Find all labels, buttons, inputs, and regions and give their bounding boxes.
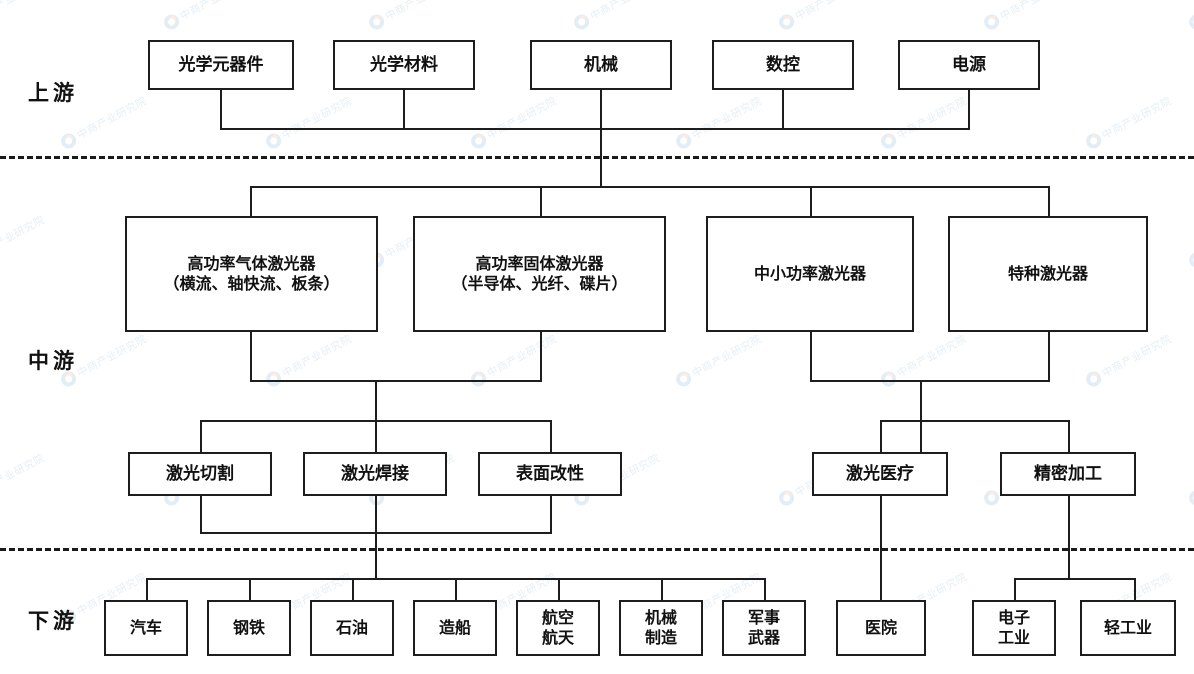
node-label: 机械 xyxy=(584,54,618,75)
connector-steel-up xyxy=(249,578,251,600)
connector-power-supply-down xyxy=(968,90,970,130)
connector-optical-components-down xyxy=(220,90,222,130)
node-automobile[interactable]: 汽车 xyxy=(104,600,188,656)
node-aerospace[interactable]: 航空 航天 xyxy=(516,600,600,656)
node-label: 轻工业 xyxy=(1103,618,1152,638)
connector-left-laser-merge-bus xyxy=(250,380,542,382)
connector-right-app-distributor-bus xyxy=(880,420,1070,422)
connector-petroleum-up xyxy=(352,578,354,600)
connector-surface-modification-down xyxy=(550,496,552,534)
node-cnc[interactable]: 数控 xyxy=(712,40,854,90)
node-label: 高功率固体激光器 （半导体、光纤、碟片） xyxy=(451,254,628,293)
connector-gas-laser-down xyxy=(250,332,252,382)
divider-midstream-downstream xyxy=(0,548,1194,551)
node-power-supply[interactable]: 电源 xyxy=(898,40,1040,90)
connector-midstream-distributor-bus xyxy=(250,186,1050,188)
connector-special-laser-up xyxy=(1048,186,1050,216)
connector-light-industry-up xyxy=(1134,578,1136,600)
node-label: 数控 xyxy=(766,54,800,75)
connector-upstream-bus xyxy=(220,128,970,130)
connector-laser-medical-down xyxy=(880,496,882,600)
node-electronics-industry[interactable]: 电子 工业 xyxy=(972,600,1056,656)
connector-machinery-manufacturing-up xyxy=(661,578,663,600)
node-label: 光学材料 xyxy=(370,54,438,75)
node-petroleum[interactable]: 石油 xyxy=(310,600,394,656)
node-machinery[interactable]: 机械 xyxy=(530,40,672,90)
connector-medium-laser-up xyxy=(810,186,812,216)
connector-military-weapons-up xyxy=(764,578,766,600)
connector-laser-medical-up xyxy=(880,420,882,452)
node-label: 光学元器件 xyxy=(178,54,264,75)
node-label: 医院 xyxy=(864,618,897,638)
connector-automobile-up xyxy=(146,578,148,600)
node-label: 激光焊接 xyxy=(341,463,409,484)
connector-laser-welding-down xyxy=(375,496,377,534)
node-high-power-gas-laser[interactable]: 高功率气体激光器 （横流、轴快流、板条） xyxy=(125,216,378,332)
node-military-weapons[interactable]: 军事 武器 xyxy=(722,600,806,656)
node-precision-machining[interactable]: 精密加工 xyxy=(1000,452,1136,496)
connector-surface-modification-up xyxy=(550,420,552,452)
node-laser-welding[interactable]: 激光焊接 xyxy=(303,452,447,496)
divider-upstream-midstream xyxy=(0,156,1194,159)
node-label: 激光医疗 xyxy=(846,463,914,484)
stage-label-midstream: 中游 xyxy=(28,349,78,373)
node-label: 特种激光器 xyxy=(1007,264,1088,284)
node-label: 中小功率激光器 xyxy=(753,264,866,284)
node-light-industry[interactable]: 轻工业 xyxy=(1080,600,1176,656)
connector-machinery-down xyxy=(600,90,602,130)
node-steel[interactable]: 钢铁 xyxy=(207,600,291,656)
connector-cnc-down xyxy=(782,90,784,130)
connector-solid-laser-up xyxy=(540,186,542,216)
node-label: 汽车 xyxy=(129,618,162,638)
connector-shipbuilding-up xyxy=(455,578,457,600)
node-label: 航空 航天 xyxy=(541,608,574,647)
node-special-laser[interactable]: 特种激光器 xyxy=(948,216,1148,332)
node-laser-cutting[interactable]: 激光切割 xyxy=(128,452,272,496)
node-high-power-solid-laser[interactable]: 高功率固体激光器 （半导体、光纤、碟片） xyxy=(413,216,666,332)
connector-laser-welding-up xyxy=(375,420,377,452)
connector-precision-split-bus xyxy=(1014,578,1136,580)
node-surface-modification[interactable]: 表面改性 xyxy=(478,452,622,496)
node-label: 表面改性 xyxy=(516,463,584,484)
connector-right-laser-trunk xyxy=(920,380,922,452)
connector-upstream-trunk xyxy=(600,128,602,188)
node-shipbuilding[interactable]: 造船 xyxy=(413,600,497,656)
connector-solid-laser-down xyxy=(540,332,542,382)
connector-optical-materials-down xyxy=(403,90,405,130)
node-label: 军事 武器 xyxy=(747,608,780,647)
connector-laser-cutting-down xyxy=(200,496,202,534)
node-optical-materials[interactable]: 光学材料 xyxy=(333,40,475,90)
stage-label-downstream: 下游 xyxy=(28,609,78,633)
connector-aerospace-up xyxy=(558,578,560,600)
node-label: 电源 xyxy=(952,54,986,75)
connector-electronics-industry-up xyxy=(1014,578,1016,600)
node-machinery-manufacturing[interactable]: 机械 制造 xyxy=(619,600,703,656)
connector-precision-machining-up xyxy=(1068,420,1070,452)
connector-left-downstream-trunk xyxy=(375,532,377,580)
node-label: 造船 xyxy=(438,618,471,638)
connector-left-laser-trunk xyxy=(375,380,377,452)
node-label: 激光切割 xyxy=(166,463,234,484)
node-optical-components[interactable]: 光学元器件 xyxy=(148,40,294,90)
node-label: 电子 工业 xyxy=(997,608,1030,647)
node-label: 精密加工 xyxy=(1034,463,1102,484)
node-label: 钢铁 xyxy=(232,618,265,638)
connector-precision-machining-down xyxy=(1068,496,1070,578)
node-label: 高功率气体激光器 （横流、轴快流、板条） xyxy=(163,254,340,293)
node-label: 机械 制造 xyxy=(644,608,677,647)
connector-laser-cutting-up xyxy=(200,420,202,452)
connector-gas-laser-up xyxy=(250,186,252,216)
connector-right-laser-merge-bus xyxy=(810,380,1050,382)
stage-label-upstream: 上游 xyxy=(28,81,78,105)
connector-special-laser-down xyxy=(1048,332,1050,382)
node-label: 石油 xyxy=(335,618,368,638)
node-laser-medical[interactable]: 激光医疗 xyxy=(812,452,948,496)
node-hospital[interactable]: 医院 xyxy=(836,600,926,656)
connector-medium-laser-down xyxy=(810,332,812,382)
node-medium-small-power-laser[interactable]: 中小功率激光器 xyxy=(706,216,914,332)
